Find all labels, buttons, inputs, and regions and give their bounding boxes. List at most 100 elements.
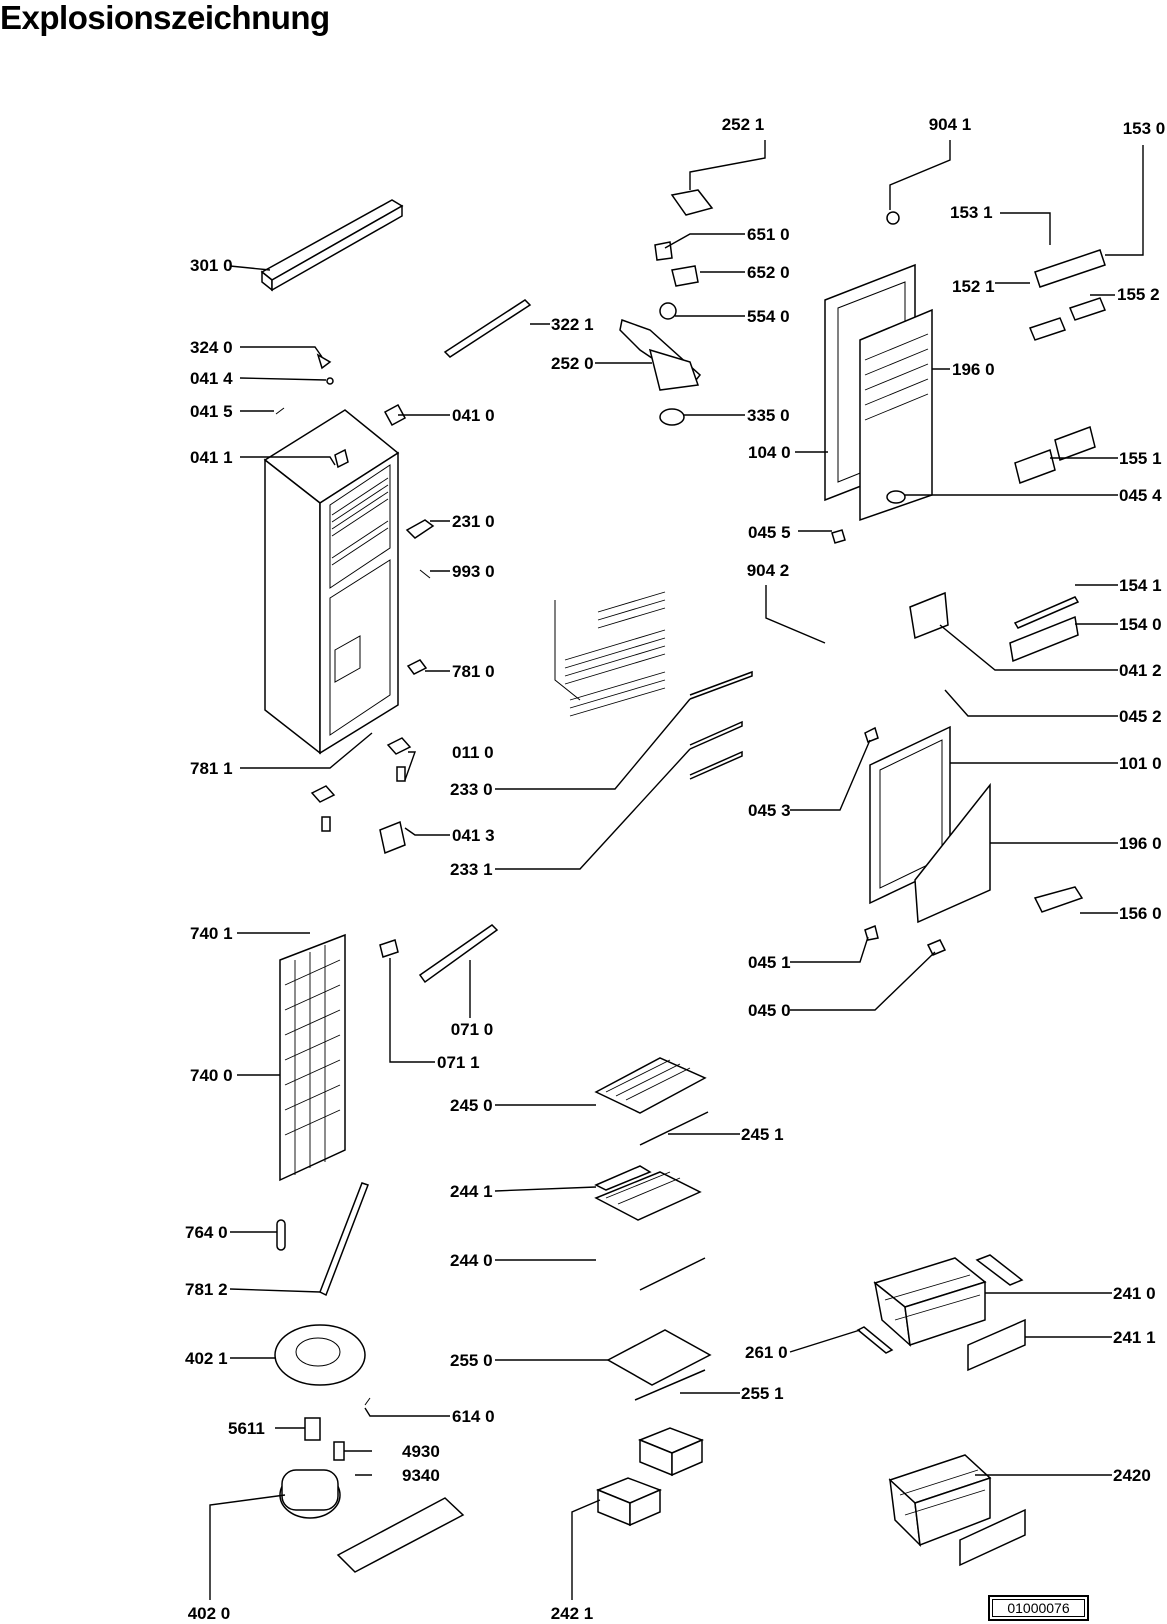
freezer-basket-241 — [856, 1254, 1026, 1372]
document-number-box: 01000076 — [988, 1595, 1089, 1621]
basket-strip — [975, 1254, 1024, 1286]
leader-lines — [209, 140, 1144, 1600]
glass-shelf-244 — [594, 1165, 706, 1291]
label-045-5: 045 5 — [748, 523, 791, 542]
strip-255-1 — [634, 1369, 706, 1401]
cabinet-body — [263, 409, 400, 755]
label-233-1: 233 1 — [450, 860, 493, 879]
label-614-0: 614 0 — [452, 1407, 495, 1426]
top-cover — [260, 199, 404, 292]
label-041-1: 041 1 — [190, 448, 233, 467]
label-740-1: 740 1 — [190, 924, 233, 943]
label-255-1: 255 1 — [741, 1384, 784, 1403]
rail-071-0 — [418, 924, 499, 984]
label-322-1: 322 1 — [551, 315, 594, 334]
thermostat-group — [619, 189, 714, 426]
shelf-045-5 — [831, 529, 846, 544]
part-number-labels: 252 1 904 1 153 0 153 1 651 0 652 0 301 … — [185, 115, 1165, 1623]
label-554-0: 554 0 — [747, 307, 790, 326]
label-764-0: 764 0 — [185, 1223, 228, 1242]
label-301-0: 301 0 — [190, 256, 233, 275]
label-045-2: 045 2 — [1119, 707, 1162, 726]
label-651-0: 651 0 — [747, 225, 790, 244]
clip-071-1 — [379, 939, 399, 958]
hinge-041-0 — [383, 403, 407, 427]
label-155-1: 155 1 — [1119, 449, 1162, 468]
label-241-0: 241 0 — [1113, 1284, 1156, 1303]
label-196-0-top: 196 0 — [952, 360, 995, 379]
door-bin-2 — [1054, 426, 1096, 461]
label-041-0: 041 0 — [452, 406, 495, 425]
label-781-2: 781 2 — [185, 1280, 228, 1299]
base-plate — [336, 1497, 465, 1573]
foot-screw-right — [396, 766, 406, 782]
label-231-0: 231 0 — [452, 512, 495, 531]
label-071-0: 071 0 — [451, 1020, 494, 1039]
label-045-1: 045 1 — [748, 953, 791, 972]
bracket-011-0-top — [386, 737, 412, 755]
door-bin-154-0 — [1009, 615, 1079, 663]
label-041-4: 041 4 — [190, 369, 233, 388]
ice-tray — [1033, 886, 1084, 913]
label-104-0: 104 0 — [748, 443, 791, 462]
door-bin-1 — [1014, 449, 1056, 484]
label-154-0: 154 0 — [1119, 615, 1162, 634]
label-993-0: 993 0 — [452, 562, 495, 581]
label-041-2: 041 2 — [1119, 661, 1162, 680]
label-156-0: 156 0 — [1119, 904, 1162, 923]
label-233-0: 233 0 — [450, 780, 493, 799]
label-252-0: 252 0 — [551, 354, 594, 373]
butter-compartment — [1034, 249, 1106, 288]
page-title: Explosionszeichnung — [0, 0, 330, 36]
label-261-0: 261 0 — [745, 1343, 788, 1362]
pin-041-5 — [275, 407, 285, 415]
label-196-0-bottom: 196 0 — [1119, 834, 1162, 853]
bracket-045-1 — [864, 924, 879, 941]
glide-781-0 — [406, 659, 428, 675]
label-252-1: 252 1 — [722, 115, 765, 134]
label-244-0: 244 0 — [450, 1251, 493, 1270]
label-071-1: 071 1 — [437, 1053, 480, 1072]
label-255-0: 255 0 — [450, 1351, 493, 1370]
label-152-1: 152 1 — [952, 277, 995, 296]
label-045-4: 045 4 — [1119, 486, 1162, 505]
label-781-0: 781 0 — [452, 662, 495, 681]
label-242-1: 242 1 — [551, 1604, 594, 1623]
wedge-324-0 — [316, 353, 332, 370]
label-241-1: 241 1 — [1113, 1328, 1156, 1347]
label-904-2: 904 2 — [747, 561, 790, 580]
label-154-1: 154 1 — [1119, 576, 1162, 595]
label-244-1: 244 1 — [450, 1182, 493, 1201]
basket-front-242 — [959, 1508, 1026, 1567]
label-740-0: 740 0 — [190, 1066, 233, 1085]
label-904-1: 904 1 — [929, 115, 972, 134]
label-652-0: 652 0 — [747, 263, 790, 282]
bracket-231-0 — [405, 519, 435, 539]
label-153-1: 153 1 — [950, 203, 993, 222]
bracket-045-3 — [864, 726, 879, 743]
condenser — [279, 933, 346, 1182]
label-155-2: 155 2 — [1117, 285, 1160, 304]
glass-plate-255-0 — [606, 1329, 712, 1386]
drain-tube — [319, 1182, 369, 1297]
label-402-0: 402 0 — [188, 1604, 231, 1623]
label-5611: 5611 — [228, 1419, 265, 1438]
bracket-011-0-left — [310, 785, 336, 803]
egg-tray-2 — [1068, 297, 1107, 321]
label-153-0: 153 0 — [1123, 119, 1166, 138]
drip-tray — [274, 1324, 366, 1386]
label-4930: 4930 — [402, 1442, 440, 1461]
foot-screw-left — [321, 816, 331, 832]
pin-041-4 — [326, 377, 334, 385]
glass-shelf-245 — [594, 1057, 709, 1146]
label-335-0: 335 0 — [747, 406, 790, 425]
trim-strip — [443, 299, 532, 358]
label-045-0: 045 0 — [748, 1001, 791, 1020]
label-045-3: 045 3 — [748, 801, 791, 820]
label-781-1: 781 1 — [190, 759, 233, 778]
crisper-boxes — [595, 1427, 705, 1527]
egg-tray-1 — [1028, 317, 1067, 341]
label-245-1: 245 1 — [741, 1125, 784, 1144]
evaporator — [554, 591, 753, 780]
